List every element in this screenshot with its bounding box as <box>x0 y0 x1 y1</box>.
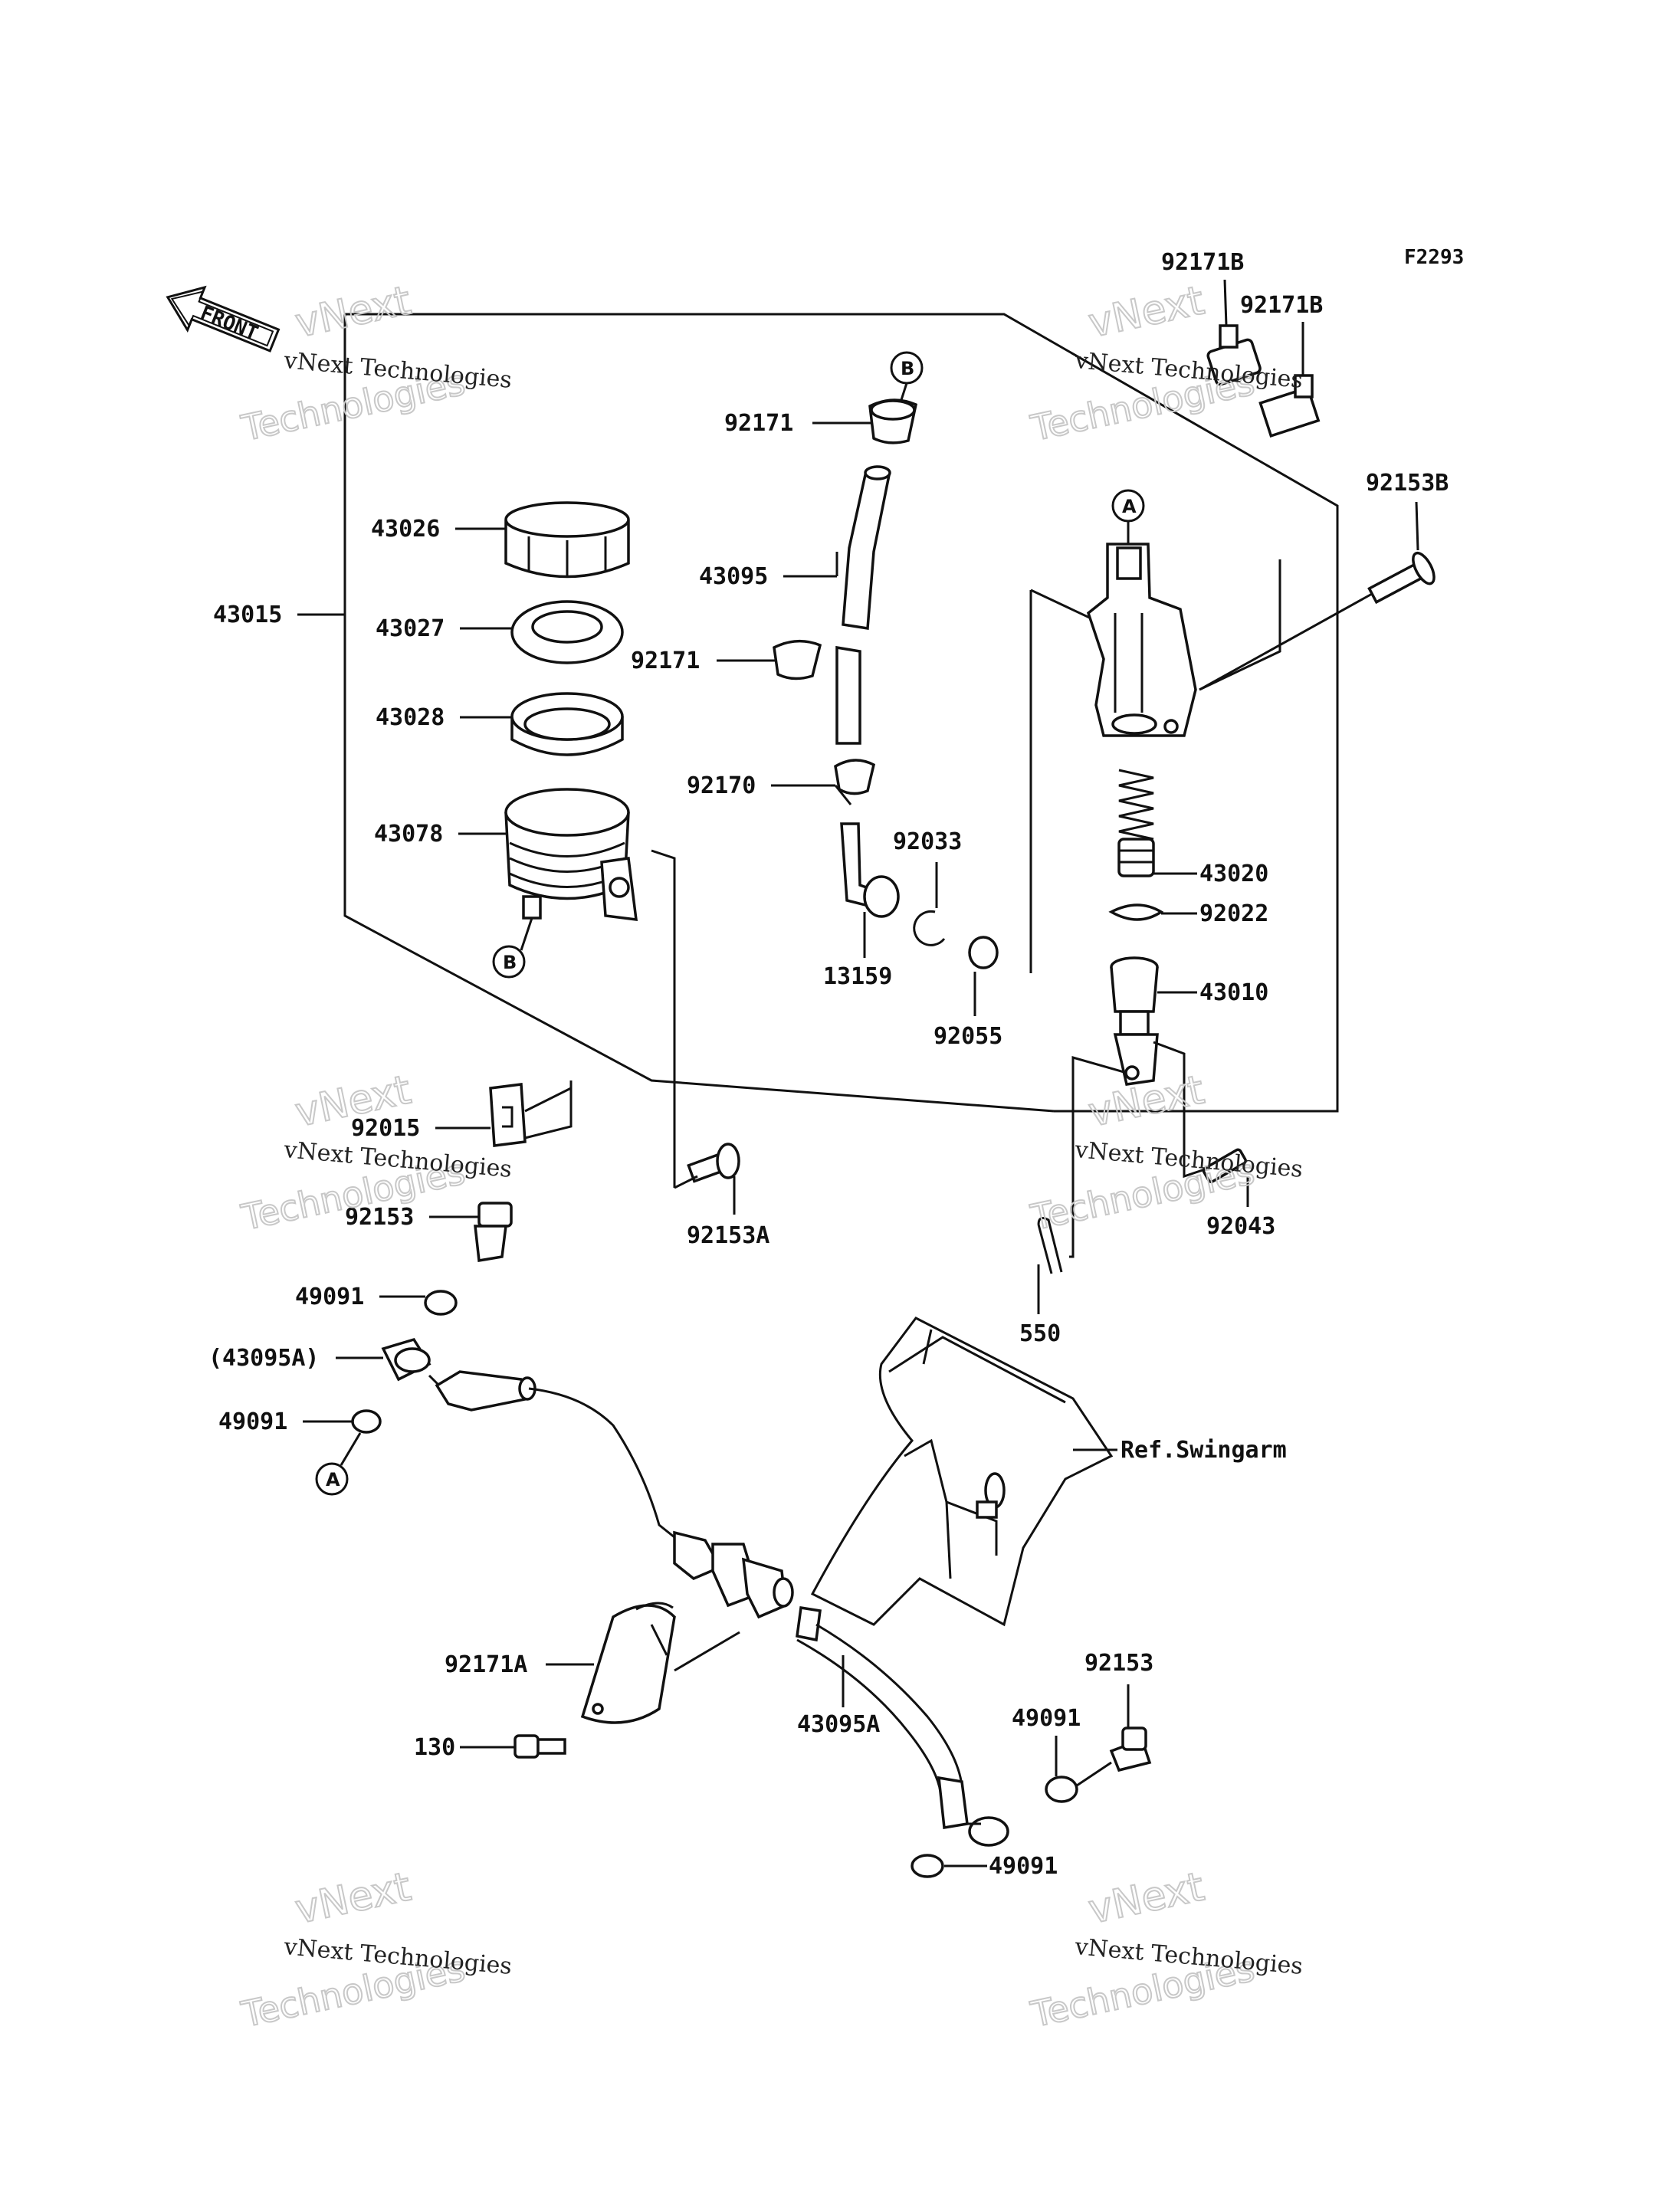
bolt-130 <box>514 1734 566 1759</box>
diaphragm <box>510 692 624 756</box>
hose-clamp-92171A <box>580 1602 676 1724</box>
elbow-fitting <box>840 822 900 918</box>
label-43095A: 43095A <box>797 1711 880 1738</box>
label-43015: 43015 <box>213 602 282 628</box>
label-43095A-paren: (43095A) <box>208 1345 320 1372</box>
bolt-92153A <box>687 1143 740 1183</box>
hose-clamp-92171B-a <box>1206 324 1262 386</box>
assembly-outline <box>345 313 1339 1113</box>
label-13159: 13159 <box>823 963 892 990</box>
marker-a-lower-text: A <box>326 1469 340 1490</box>
reservoir-cap <box>504 501 630 579</box>
washer-49091-a <box>424 1290 458 1316</box>
reservoir <box>504 788 638 922</box>
svg-text:vNext: vNext <box>1084 277 1208 346</box>
marker-b-upper-text: B <box>901 358 914 379</box>
label-49091-d: 49091 <box>989 1853 1058 1880</box>
label-49091-a: 49091 <box>295 1284 364 1310</box>
washer-49091-d <box>911 1854 944 1878</box>
hose-clamp-top <box>868 398 918 444</box>
label-49091-c: 49091 <box>1012 1705 1081 1732</box>
banjo-fitting <box>381 1337 431 1382</box>
svg-text:vNext: vNext <box>1084 1067 1208 1136</box>
assembly-inner-left <box>509 1080 573 1143</box>
assembly-outline-left <box>343 314 1055 1113</box>
push-rod <box>1110 956 1159 1086</box>
washer-49091-c <box>1045 1776 1078 1803</box>
watermark-tl: vNext Technologies vNext Technologies <box>237 277 513 450</box>
label-92171-mid: 92171 <box>631 648 700 674</box>
bracket-cylinder <box>1199 559 1281 691</box>
bolt-92153B <box>1367 551 1436 605</box>
svg-text:vNext: vNext <box>1084 1864 1208 1933</box>
label-43020: 43020 <box>1199 861 1268 887</box>
label-130: 130 <box>414 1734 455 1761</box>
marker-a-upper-text: A <box>1122 496 1137 517</box>
bolt-92153-right <box>1109 1726 1152 1772</box>
marker-b-lower <box>492 945 526 979</box>
label-550: 550 <box>1019 1320 1061 1347</box>
piston-spring <box>1117 769 1155 877</box>
o-ring-92055 <box>968 936 999 969</box>
label-92170: 92170 <box>687 772 756 799</box>
svg-text:vNext: vNext <box>291 1864 415 1933</box>
master-cylinder-body <box>1086 543 1197 737</box>
label-43026: 43026 <box>371 516 440 543</box>
front-arrow: FRONT <box>166 285 281 353</box>
label-92171A: 92171A <box>445 1651 527 1678</box>
svg-text:vNext: vNext <box>291 277 415 346</box>
clip-92015 <box>489 1083 527 1147</box>
reservoir-hose <box>835 465 891 745</box>
watermark-br: vNext Technologies vNext Technologies <box>1026 1863 1304 2036</box>
label-92043: 92043 <box>1206 1213 1275 1240</box>
label-49091-b: 49091 <box>218 1408 287 1435</box>
label-92153-left: 92153 <box>345 1204 414 1231</box>
marker-b-lower-text: B <box>503 952 517 973</box>
label-43027: 43027 <box>376 615 445 642</box>
circlip-92033 <box>913 910 946 946</box>
label-43010: 43010 <box>1199 979 1268 1006</box>
diaphragm-plate <box>510 600 624 664</box>
label-92022: 92022 <box>1199 900 1268 927</box>
circlip-92022 <box>1108 903 1164 921</box>
label-92171B-a: 92171B <box>1161 249 1244 276</box>
hose-clamp-92171B-b <box>1258 374 1321 438</box>
label-43078: 43078 <box>374 821 443 848</box>
pin-92043 <box>1202 1148 1247 1183</box>
watermark-bl: vNext Technologies vNext Technologies <box>237 1863 513 2036</box>
front-label: FRONT <box>197 302 261 346</box>
bolt-92153-left <box>474 1202 513 1263</box>
label-92015: 92015 <box>351 1115 420 1142</box>
label-92033: 92033 <box>893 828 962 855</box>
cotter-pin-550 <box>1037 1217 1063 1274</box>
label-92153-right: 92153 <box>1084 1650 1153 1677</box>
brake-hose <box>428 1370 1009 1847</box>
label-43095: 43095 <box>699 563 768 590</box>
washer-49091-b <box>351 1409 382 1434</box>
hose-clamp-92170 <box>834 759 876 795</box>
marker-a-lower <box>315 1462 349 1496</box>
label-92171-top: 92171 <box>724 410 793 437</box>
figure-code: F2293 <box>1404 246 1464 269</box>
label-92153B: 92153B <box>1366 470 1449 497</box>
hose-clamp-mid <box>773 640 822 680</box>
label-92171B-b: 92171B <box>1240 292 1323 319</box>
label-92153A: 92153A <box>687 1222 769 1249</box>
reference-label: Ref.Swingarm <box>1121 1437 1287 1464</box>
swingarm <box>810 1317 1114 1627</box>
label-43028: 43028 <box>376 704 445 731</box>
label-92055: 92055 <box>934 1023 1002 1050</box>
